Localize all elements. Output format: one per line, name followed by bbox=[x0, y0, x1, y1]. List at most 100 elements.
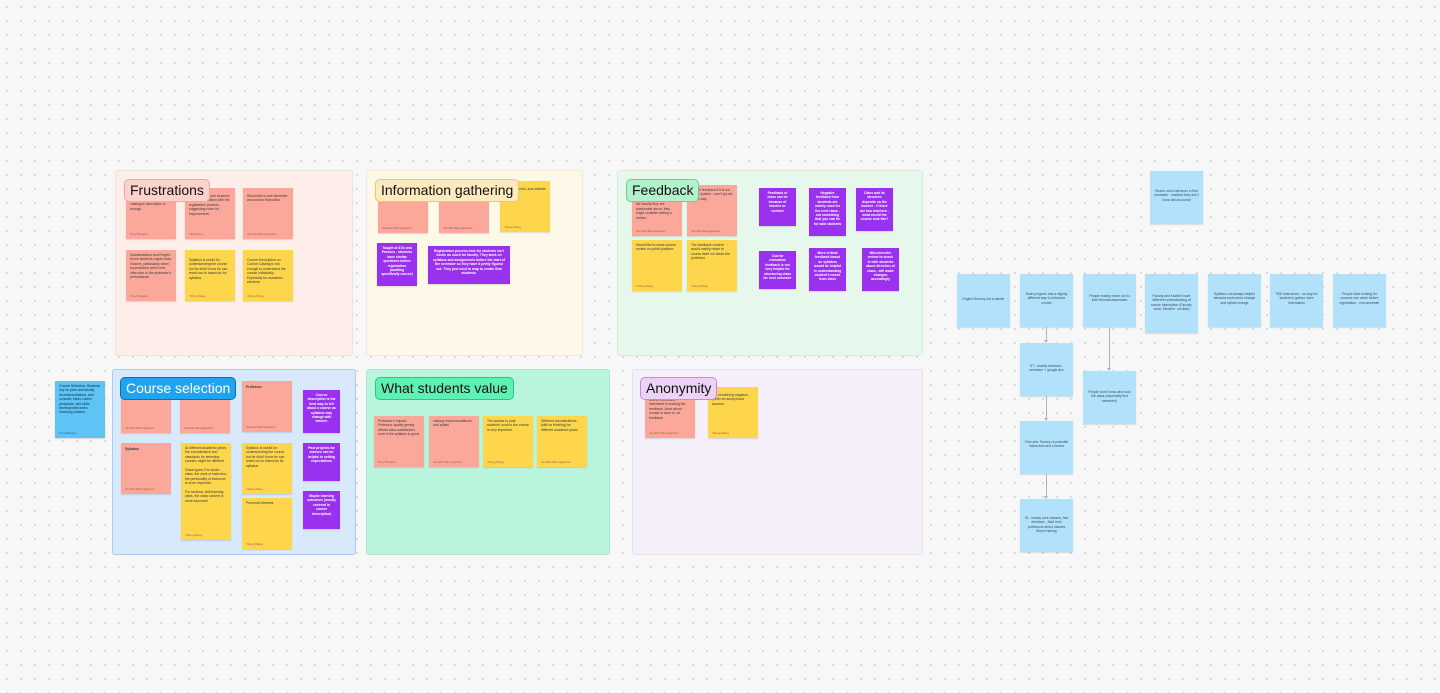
flow-note[interactable]: DT - mainly electives - semester + googl… bbox=[1020, 343, 1073, 396]
flow-note[interactable]: Syllabus not always helpful because inst… bbox=[1208, 274, 1261, 327]
sticky-note[interactable]: More critical feedback based on syllabus… bbox=[809, 248, 846, 291]
section-title-course-selection: Course selection bbox=[120, 377, 237, 400]
note-text: Before feedback if it is out of the syst… bbox=[691, 188, 733, 201]
note-text: English fluency not a barrier bbox=[962, 297, 1005, 301]
note-author: Yifang Wang bbox=[189, 293, 206, 298]
note-text: ID - mainly core classes, few electives … bbox=[1024, 516, 1069, 534]
note-text: Syllabus not always helpful because inst… bbox=[1213, 292, 1256, 305]
connector-arrow[interactable] bbox=[1044, 396, 1048, 421]
flow-note[interactable]: Faculty and student have different under… bbox=[1145, 274, 1198, 333]
note-author: Yifang Wang bbox=[712, 430, 729, 435]
note-text: People mainly reach out to their friends… bbox=[1089, 294, 1130, 303]
note-text: Course Description on Course Catalog is … bbox=[247, 258, 286, 285]
sticky-note[interactable]: Syllabus is useful for understanding the… bbox=[242, 443, 292, 494]
connector-arrow[interactable] bbox=[1107, 327, 1111, 371]
flow-note[interactable]: English fluency not a barrier bbox=[957, 274, 1010, 327]
note-text: Course description is the best way to te… bbox=[307, 393, 336, 424]
note-text: People don't know who took the class (es… bbox=[1088, 390, 1131, 403]
sticky-note[interactable]: Dissatisfaction and Regret: Some student… bbox=[126, 250, 176, 301]
note-author: Yifang Wang bbox=[487, 459, 504, 464]
note-author: Tony Basquin bbox=[130, 293, 149, 298]
sticky-note[interactable]: Mid-semester review to check in with stu… bbox=[862, 248, 899, 291]
flow-note[interactable]: TBD instructors - no way for student to … bbox=[1270, 274, 1323, 327]
note-author: Yifang Wang bbox=[185, 532, 202, 537]
sticky-note[interactable]: Would like to share course review on pub… bbox=[632, 240, 682, 291]
sticky-note[interactable]: The access to past students' work in the… bbox=[483, 416, 533, 467]
note-text: Mid-semester review to check in with stu… bbox=[866, 251, 895, 282]
connector-arrow[interactable] bbox=[1044, 474, 1048, 499]
flow-note[interactable]: ID - mainly core classes, few electives … bbox=[1020, 499, 1073, 552]
note-text: The feedback content would mainly relate… bbox=[691, 243, 730, 261]
note-author: Jennifer Baumgardner bbox=[649, 430, 679, 435]
sticky-note[interactable]: Jennifer Baumgardner bbox=[121, 398, 171, 433]
sticky-note[interactable]: Course evaluation feedback is not very h… bbox=[759, 251, 796, 289]
flow-note[interactable]: People start looking for courses one wee… bbox=[1333, 274, 1386, 327]
note-text: Registration process time for students i… bbox=[433, 249, 505, 276]
flow-note[interactable]: Reach out to advisors in first semester … bbox=[1150, 171, 1203, 224]
section-title-information-gathering: Information gathering bbox=[375, 179, 520, 202]
note-author: Tony Basquin bbox=[59, 430, 78, 435]
sticky-note[interactable]: At different academic years, the conside… bbox=[181, 443, 231, 540]
sticky-note[interactable]: Course Selection: Students rely on peer … bbox=[55, 381, 105, 438]
note-text: Professor bbox=[246, 385, 262, 389]
note-author: Jennifer Baumgardner bbox=[691, 228, 721, 233]
note-text: Past projects for classes can be helpful… bbox=[307, 446, 336, 464]
sticky-note[interactable]: Course Description on Course Catalog is … bbox=[243, 250, 293, 301]
sticky-note[interactable]: Would like to see semester and course in… bbox=[243, 188, 293, 239]
note-text: Personal Interests bbox=[246, 501, 274, 505]
note-author: Yifang Wang bbox=[247, 293, 264, 298]
note-text: Not something negative, prefer an anonym… bbox=[712, 393, 749, 406]
note-text: Syllabus is useful for understanding the… bbox=[189, 258, 228, 280]
sticky-note[interactable]: Negative feedback from students are main… bbox=[809, 188, 846, 236]
note-text: Syllabus is useful for understanding the… bbox=[246, 446, 285, 468]
note-text: Different considerations (skill vs think… bbox=[541, 419, 578, 432]
note-author: Yifang Wang bbox=[504, 224, 521, 229]
sticky-note[interactable]: Past projects for classes can be helpful… bbox=[303, 443, 340, 481]
flow-note[interactable]: First arts: Survey of potential instruct… bbox=[1020, 421, 1073, 474]
flow-note[interactable]: People mainly reach out to their friends… bbox=[1083, 274, 1136, 327]
sticky-note[interactable]: Class and its structure depends on the t… bbox=[856, 188, 893, 231]
flow-note[interactable]: Each program has a slightly different wa… bbox=[1020, 274, 1073, 327]
section-title-anonymity: Anonymity bbox=[640, 377, 718, 400]
note-author: Jennifer Baumgardner bbox=[541, 459, 571, 464]
sticky-note[interactable]: Different considerations (skill vs think… bbox=[537, 416, 587, 467]
note-text: More critical feedback based on syllabus… bbox=[813, 251, 842, 282]
note-text: First arts: Survey of potential instruct… bbox=[1024, 440, 1069, 449]
note-author: Jennifer Baumgardner bbox=[382, 225, 412, 230]
note-text: Doesn't mind and interested in reading t… bbox=[649, 398, 686, 420]
connector-arrow[interactable] bbox=[1044, 327, 1048, 343]
sticky-note[interactable]: Maybe learning outcomes (mostly covered … bbox=[303, 491, 340, 529]
note-text: Would like to see semester and course in… bbox=[247, 194, 288, 203]
note-author: Jennifer Baumgardner bbox=[125, 425, 155, 430]
sticky-note[interactable]: Feedback of class can be because of teac… bbox=[759, 188, 796, 226]
note-author: Yifang Wang bbox=[691, 283, 708, 288]
note-text: Course evaluation feedback is not very h… bbox=[763, 254, 792, 281]
note-text: Taught at SVA and Parsons - students hav… bbox=[381, 246, 413, 277]
note-author: Yifang Wang bbox=[246, 541, 263, 546]
flow-note[interactable]: People don't know who took the class (es… bbox=[1083, 371, 1136, 424]
sticky-note[interactable]: Registration process time for students i… bbox=[428, 246, 510, 284]
note-text: Each program has a slightly different wa… bbox=[1025, 292, 1068, 305]
section-title-what-students-value: What students value bbox=[375, 377, 514, 400]
note-text: At different academic years, the conside… bbox=[185, 446, 227, 503]
sticky-note[interactable]: Taught at SVA and Parsons - students hav… bbox=[377, 243, 417, 286]
note-author: Yifang Wang bbox=[636, 283, 653, 288]
sticky-note[interactable]: Syllabus is useful for understanding the… bbox=[185, 250, 235, 301]
sticky-note[interactable]: Course description is the best way to te… bbox=[303, 390, 340, 433]
sticky-note[interactable]: Professor's Impact: Professor quality gr… bbox=[374, 416, 424, 467]
note-text: TBD instructors - no way for student to … bbox=[1275, 292, 1318, 305]
sticky-note[interactable]: The feedback content would mainly relate… bbox=[687, 240, 737, 291]
note-text: Faculty and student have different under… bbox=[1150, 294, 1193, 312]
note-text: Reach out to advisors in first semester … bbox=[1154, 189, 1199, 202]
note-author: Jennifer Baumgardner bbox=[184, 425, 214, 430]
note-author: Yifei Deng bbox=[189, 231, 203, 236]
note-author: Jennifer Baumgardner bbox=[636, 228, 666, 233]
note-author: Tony Basquin bbox=[378, 459, 397, 464]
sticky-note[interactable]: Jennifer Baumgardner bbox=[180, 398, 230, 433]
sticky-note[interactable]: Before feedback if it is out of the syst… bbox=[687, 185, 737, 236]
note-author: Tony Basquin bbox=[130, 231, 149, 236]
